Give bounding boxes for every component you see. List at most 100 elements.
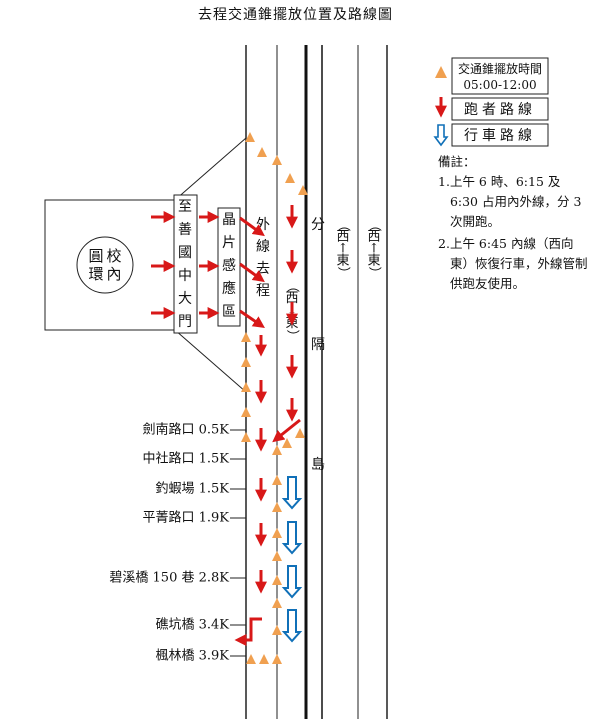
traffic-cone <box>272 625 282 635</box>
vehicle-arrow <box>281 609 303 643</box>
traffic-cone <box>241 332 251 342</box>
traffic-cone <box>272 575 282 585</box>
traffic-cone <box>257 147 267 157</box>
runner-arrows <box>151 205 301 646</box>
runner-arrow <box>239 262 265 283</box>
lane-direction-label: （西↑東） <box>367 218 382 279</box>
traffic-cone <box>272 551 282 561</box>
median-label: 分隔島 <box>311 217 325 473</box>
runner-arrow <box>239 309 265 329</box>
svg-text:大: 大 <box>178 291 192 307</box>
svg-text:去: 去 <box>256 261 270 277</box>
traffic-cone <box>295 428 305 438</box>
traffic-cone <box>272 654 282 664</box>
svg-text:）: ） <box>367 266 382 279</box>
km-marker-label: 碧溪橋 150 巷 2.8K <box>109 571 229 586</box>
runner-arrow <box>234 617 262 646</box>
driveway-line <box>174 329 247 393</box>
svg-text:門: 門 <box>178 314 192 330</box>
svg-text:晶: 晶 <box>222 212 236 228</box>
legend-runner-box <box>451 97 549 121</box>
traffic-cone <box>272 475 282 485</box>
traffic-cone <box>272 155 282 165</box>
svg-text:（: （ <box>285 279 300 292</box>
page-title: 去程交通錐擺放位置及路線圖 <box>198 7 393 23</box>
svg-text:圓: 圓 <box>88 247 103 265</box>
vehicle-arrow-icon <box>433 124 449 147</box>
svg-text:至: 至 <box>178 199 192 215</box>
legend-cone-time: 05:00-12:00 <box>463 78 536 92</box>
traffic-cone <box>285 173 295 183</box>
vehicle-arrow <box>281 521 303 555</box>
km-marker-label: 釣蝦場 1.5K <box>155 481 229 497</box>
svg-text:）: ） <box>336 266 351 279</box>
traffic-cone <box>298 185 308 195</box>
svg-text:西: 西 <box>367 230 380 245</box>
svg-text:應: 應 <box>222 280 236 297</box>
svg-text:感: 感 <box>222 257 236 274</box>
traffic-cones <box>241 132 308 664</box>
vehicle-arrow <box>281 565 303 599</box>
svg-text:善: 善 <box>178 222 192 238</box>
runner-arrow <box>272 418 301 443</box>
traffic-cone <box>282 438 292 448</box>
svg-text:校: 校 <box>106 247 121 265</box>
note-item: 2. 上午 6:45 內線（西向東）恢復行車，外線管制供跑友使用。 <box>438 236 588 291</box>
notes: 備註： 1. 上午 6 時、6:15 及 6:30 占用內外線，分 3 次開跑。… <box>438 152 588 294</box>
svg-text:↑: ↑ <box>338 242 349 257</box>
traffic-cone <box>241 382 251 392</box>
km-marker-label: 楓林橋 3.9K <box>155 649 229 664</box>
traffic-cone <box>241 407 251 417</box>
svg-text:↑: ↑ <box>369 242 380 257</box>
driveway-line <box>174 137 247 201</box>
legend-vehicle-box <box>451 123 549 147</box>
svg-text:線: 線 <box>256 239 270 255</box>
svg-text:環: 環 <box>88 265 103 283</box>
km-markers: 劍南路口 0.5K 中社路口 1.5K 釣蝦場 1.5K 平菁路口 1.9K 碧溪橋 1… <box>109 422 246 664</box>
svg-text:內: 內 <box>106 265 121 283</box>
svg-text:片: 片 <box>222 235 236 251</box>
svg-text:程: 程 <box>256 283 270 299</box>
gate-box <box>173 194 198 334</box>
campus-roundabout <box>76 236 134 294</box>
legend-cone-box <box>451 57 549 95</box>
cone-icon <box>435 66 447 78</box>
svg-text:國: 國 <box>178 245 192 261</box>
traffic-cone <box>272 445 282 455</box>
legend-runner-label: 跑者路線 <box>464 102 536 118</box>
km-marker-label: 平菁路口 1.9K <box>142 510 229 526</box>
traffic-cone <box>272 528 282 538</box>
svg-text:隔: 隔 <box>311 337 325 353</box>
svg-text:）: ） <box>285 329 300 342</box>
vehicle-arrows <box>281 476 303 643</box>
vehicle-arrow <box>281 476 303 510</box>
svg-text:區: 區 <box>222 304 236 320</box>
legend-cone-label: 交通錐擺放時間 <box>458 61 542 76</box>
runner-arrow <box>239 216 265 237</box>
svg-text:西: 西 <box>336 230 349 245</box>
svg-text:（: （ <box>336 218 351 231</box>
traffic-cone <box>246 654 256 664</box>
traffic-cone <box>245 132 255 142</box>
svg-text:東: 東 <box>367 253 380 269</box>
lane-direction-label: （西↑東） <box>336 218 351 279</box>
km-marker-label: 劍南路口 0.5K <box>142 422 229 438</box>
notes-heading: 備註： <box>438 154 476 169</box>
km-marker-label: 礁坑橋 3.4K <box>155 617 229 633</box>
traffic-cone <box>241 357 251 367</box>
svg-text:島: 島 <box>311 457 325 473</box>
svg-text:中: 中 <box>178 268 192 284</box>
traffic-cone <box>272 502 282 512</box>
svg-text:（: （ <box>367 218 382 231</box>
traffic-cone <box>241 432 251 442</box>
legend-vehicle-label: 行車路線 <box>464 127 536 144</box>
traffic-cone <box>272 598 282 608</box>
traffic-cone <box>259 654 269 664</box>
km-marker-label: 中社路口 1.5K <box>142 451 229 467</box>
svg-text:東: 東 <box>336 253 349 269</box>
svg-text:分: 分 <box>311 217 325 233</box>
